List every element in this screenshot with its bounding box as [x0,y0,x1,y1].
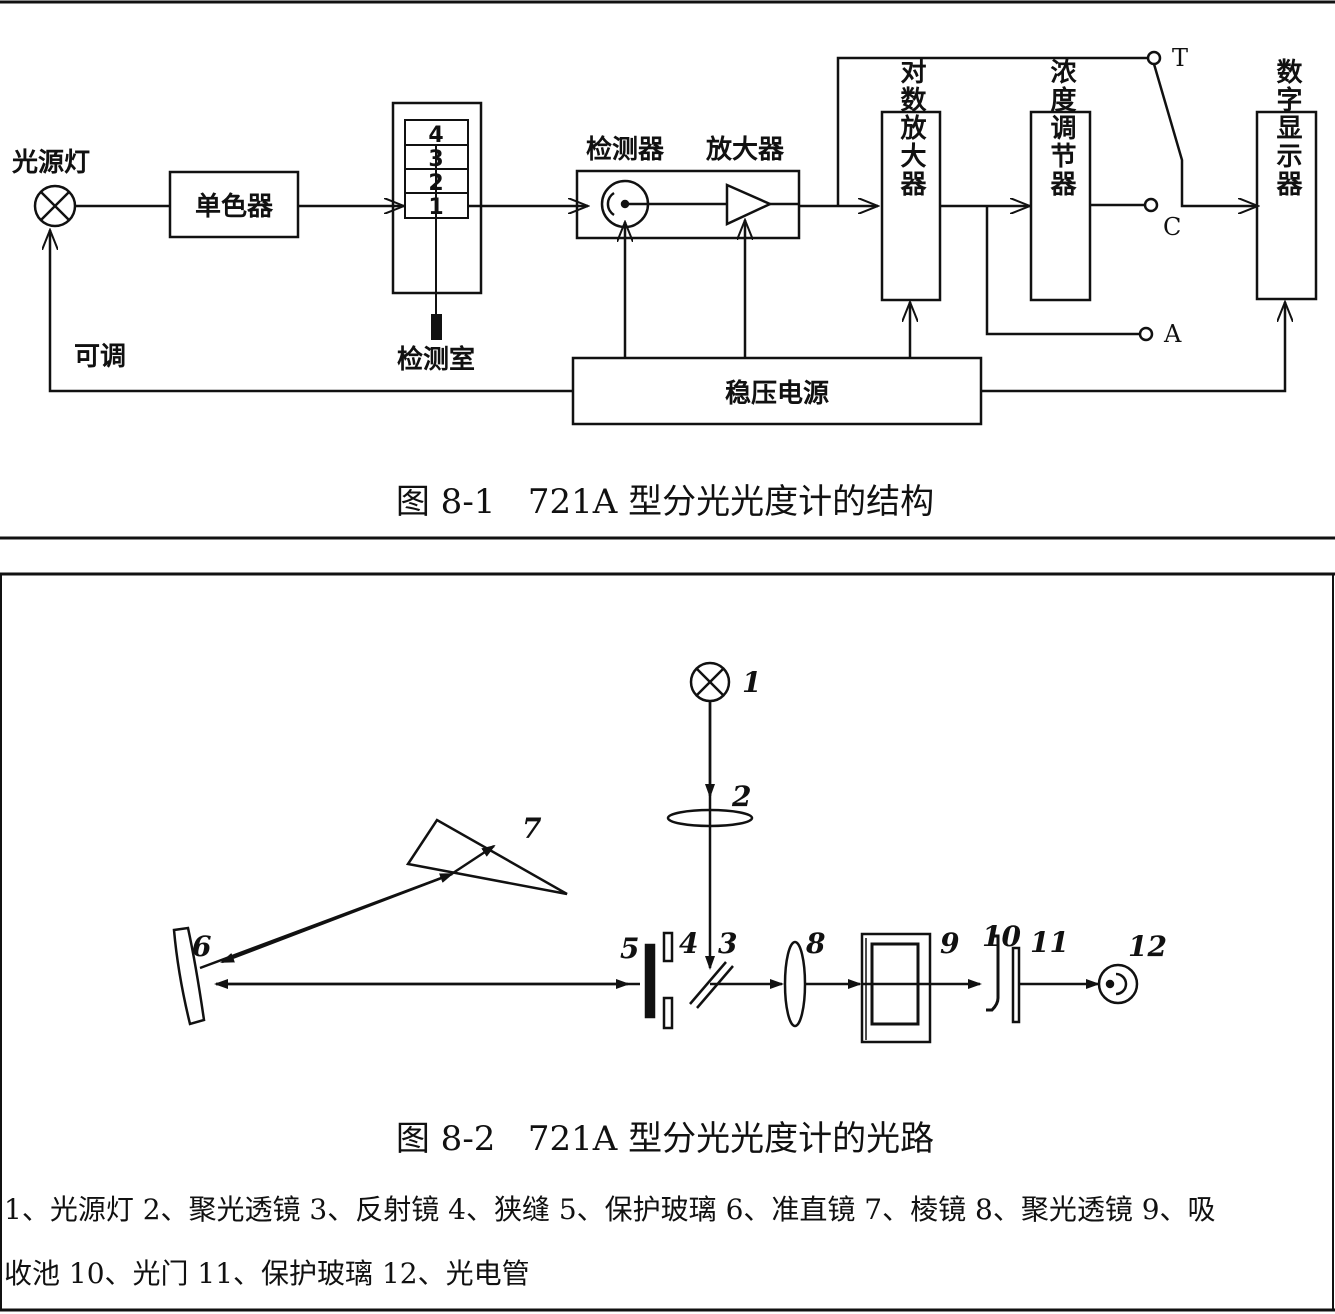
protective-glass-5-icon [644,943,656,1019]
digital-display-box [1255,110,1318,301]
label-log-amplifier: 对数放大器 [896,58,927,198]
slit-icon [662,931,674,1030]
label-adjustable: 可调 [74,342,126,372]
legend-line-1: 1、光源灯 2、聚光透镜 3、反射镜 4、狭缝 5、保护玻璃 6、准直镜 7、棱… [4,1193,1216,1226]
label-switch-a: A [1163,320,1182,348]
label-monochromator: 单色器 [195,191,274,222]
caption-fig-8-1: 图 8-1 721A 型分光光度计的结构 [396,482,934,522]
label-detection-chamber: 检测室 [397,344,475,375]
absorption-cell-icon [860,932,932,1044]
part-label-7: 7 [522,812,542,845]
part-label-3: 3 [718,927,737,960]
cuvette-rack [404,119,469,318]
light-source-lamp-icon [689,661,731,703]
label-amplifier: 放大器 [705,134,785,165]
part-label-8: 8 [805,927,825,960]
part-label-10: 10 [982,920,1021,953]
label-digital-display: 数字显示器 [1272,58,1303,198]
photocell-icon [1097,963,1139,1005]
monochromator-box [168,170,300,239]
beam-in-prism [449,844,496,877]
cuvette-handle [431,314,442,340]
amplifier-triangle-icon [725,183,774,226]
cuvette-number: 1 [428,195,443,220]
shutter-icon [986,934,1000,1012]
terminal-a [1138,326,1154,342]
legend-line-2: 收池 10、光门 11、保护玻璃 12、光电管 [4,1257,530,1290]
part-label-2: 2 [731,780,751,813]
cuvette-number: 2 [428,171,443,196]
collimator-mirror-icon [172,926,206,1026]
label-switch-c: C [1163,213,1181,241]
light-source-lamp-icon [33,184,77,228]
part-label-9: 9 [940,927,959,960]
figure-8-1 [33,50,1318,426]
beam-prism-back [220,872,453,964]
part-label-1: 1 [742,666,761,699]
figure-8-2 [172,661,1139,1044]
selector-switch [1152,63,1258,206]
arrow-power-display [981,302,1285,393]
part-label-6: 6 [192,930,211,963]
part-label-5: 5 [620,932,639,965]
label-concentration-adjuster: 浓度调节器 [1046,58,1077,198]
label-detector: 检测器 [586,134,665,165]
arrow-power-lamp [50,230,573,393]
cuvette-numbers: 4 3 2 1 [428,123,443,220]
terminal-c [1143,197,1159,213]
label-regulated-power: 稳压电源 [725,378,829,409]
cuvette-number: 4 [428,123,443,148]
reflector-mirror-icon [689,961,734,1009]
protective-glass-11-icon [1011,946,1021,1024]
connector-a-branch [985,206,1140,336]
prism-icon [405,818,568,896]
part-label-4: 4 [679,927,698,960]
connector-t-branch [836,56,1148,206]
label-light-source: 光源灯 [11,148,90,178]
part-label-12: 12 [1128,930,1167,963]
condenser-lens-icon [666,808,754,828]
terminal-t [1146,50,1162,66]
condenser-lens-8-icon [783,940,807,1028]
caption-fig-8-2: 图 8-2 721A 型分光光度计的光路 [396,1119,934,1159]
cuvette-number: 3 [428,147,443,172]
label-switch-t: T [1172,44,1188,72]
part-label-11: 11 [1030,926,1069,959]
